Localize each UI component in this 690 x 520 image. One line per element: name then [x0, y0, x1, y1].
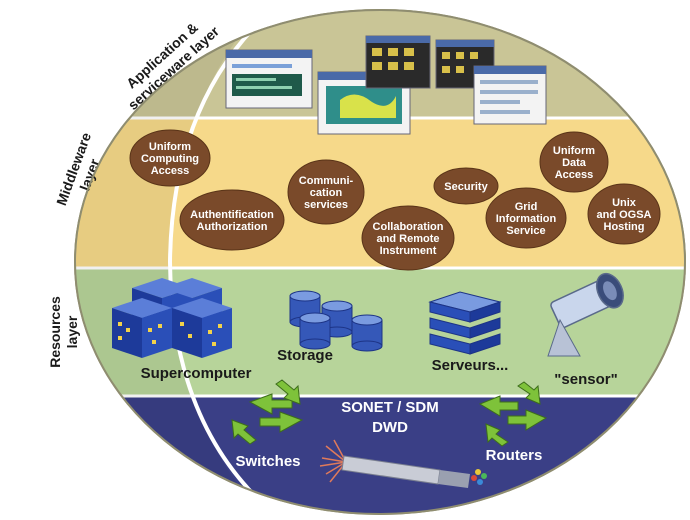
middleware-service-label: Information — [496, 213, 557, 225]
app-window-5 — [473, 65, 547, 125]
middleware-service-label: Security — [444, 181, 488, 193]
middleware-service-bubble: Security — [433, 167, 499, 205]
resources-layer-label: Resources layer — [47, 296, 80, 368]
routers-icon — [478, 381, 548, 447]
app-window-3 — [365, 35, 431, 89]
application-windows — [225, 35, 547, 135]
storage-icon — [289, 290, 383, 352]
middleware-service-label: Access — [555, 169, 594, 181]
middleware-service-label: Computing — [141, 153, 199, 165]
svg-text:layer: layer — [64, 315, 80, 348]
middleware-service-label: Service — [506, 225, 545, 237]
middleware-service-label: Grid — [515, 201, 538, 213]
switches-label: Switches — [235, 453, 300, 470]
inner-arc — [167, 8, 274, 514]
middleware-service-label: Instrument — [380, 245, 437, 257]
middleware-service-label: Uniform — [149, 141, 191, 153]
middleware-service-label: Authorization — [197, 221, 268, 233]
sonet-label-line1: SONET / SDM — [341, 399, 439, 416]
middleware-service-label: Data — [562, 157, 587, 169]
sonet-label-line2: DWD — [372, 419, 408, 436]
middleware-service-label: services — [304, 199, 348, 211]
servers-icon — [428, 291, 502, 355]
sensor-icon — [547, 272, 624, 357]
servers-label: Serveurs... — [432, 357, 509, 374]
middleware-service-label: Communi- — [299, 175, 354, 187]
middleware-service-label: Collaboration — [373, 221, 444, 233]
middleware-service-label: cation — [310, 187, 343, 199]
middleware-service-label: and Remote — [377, 233, 440, 245]
middleware-service-label: Hosting — [604, 221, 645, 233]
middleware-service-label: and OGSA — [596, 209, 651, 221]
svg-text:Resources: Resources — [47, 296, 63, 368]
supercomputer-icon — [112, 278, 232, 358]
middleware-service-label: Uniform — [553, 145, 595, 157]
middleware-service-label: Access — [151, 165, 190, 177]
middleware-services: UniformComputingAccessAuthentificationAu… — [129, 129, 661, 271]
storage-label: Storage — [277, 347, 333, 364]
middleware-service-label: Authentification — [190, 209, 274, 221]
supercomputer-label: Supercomputer — [141, 365, 252, 382]
middleware-service-label: Unix — [612, 197, 637, 209]
app-window-1 — [225, 49, 313, 109]
sensor-label: "sensor" — [554, 371, 617, 388]
routers-label: Routers — [486, 447, 543, 464]
fiber-cable-icon — [319, 439, 487, 488]
switches-icon — [231, 379, 304, 445]
